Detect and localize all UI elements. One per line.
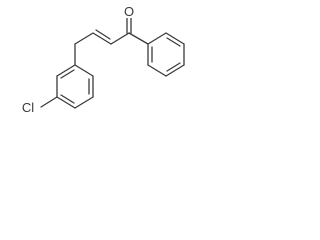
- bond: [56, 96, 76, 109]
- carbonyl-group: O: [122, 4, 149, 45]
- phenyl-ring-left: [56, 43, 94, 109]
- bond: [40, 96, 58, 108]
- alkene-linker: [74, 29, 130, 45]
- bond: [147, 64, 167, 77]
- aromatic-double-bond: [60, 69, 75, 79]
- phenyl-ring-right: [147, 32, 185, 77]
- chlorine-label: Cl: [22, 100, 34, 115]
- bond: [165, 32, 185, 45]
- aromatic-double-bond: [166, 62, 181, 72]
- aromatic-double-bond: [60, 94, 75, 104]
- bond: [74, 32, 94, 45]
- alkene-double-bond: [95, 29, 111, 40]
- chloro-substituent: Cl: [16, 96, 58, 115]
- bond: [74, 96, 94, 109]
- bond: [147, 32, 167, 45]
- bond: [165, 64, 185, 77]
- bond: [92, 32, 112, 45]
- bond: [110, 32, 130, 45]
- bond: [56, 64, 76, 77]
- aromatic-double-bond: [166, 37, 181, 47]
- oxygen-label: O: [124, 4, 134, 19]
- bond: [74, 64, 94, 77]
- bond: [128, 32, 149, 45]
- chemical-structure-diagram: O Cl: [16, 4, 185, 115]
